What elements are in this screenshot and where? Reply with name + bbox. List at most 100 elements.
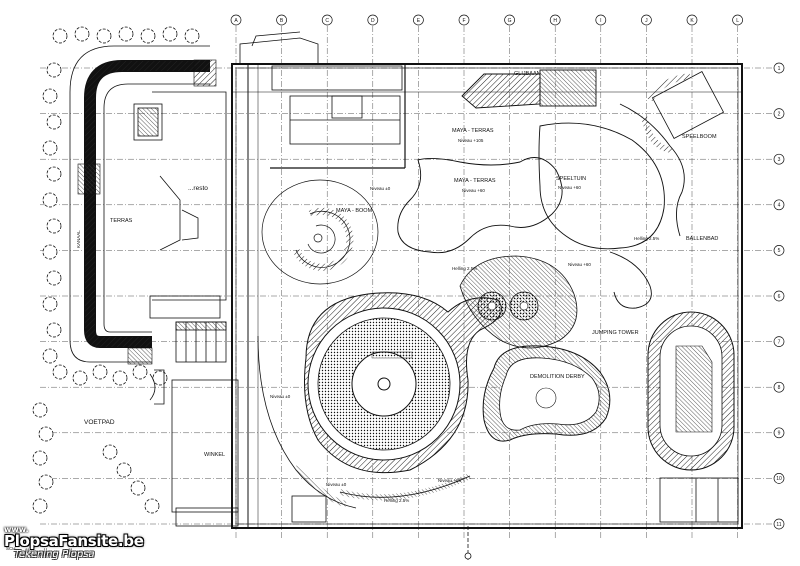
tree-symbol: [112, 370, 128, 386]
column-marker: G: [504, 14, 515, 26]
column-markers-top: A B C D E F G H I J K L: [230, 14, 743, 26]
tree-symbol: [140, 28, 156, 44]
speeltuin-outline: [397, 69, 685, 309]
label-maya-terras-top: MAYA - TERRAS: [452, 128, 494, 134]
column-marker: E: [413, 14, 424, 26]
label-niveau-0-b: Niveau ±0: [270, 394, 291, 399]
tree-symbol: [46, 166, 62, 182]
column-marker-label: K: [690, 18, 694, 24]
bottom-right-rooms: [291, 477, 739, 523]
label-resto: ...resto: [188, 185, 208, 192]
column-marker: I: [595, 14, 607, 26]
watermark-credit: Tekening Plopsa: [14, 549, 95, 560]
tree-symbol: [96, 28, 112, 44]
tree-symbol: [152, 370, 168, 386]
column-marker-label: L: [736, 18, 739, 24]
column-marker-label: H: [553, 18, 557, 24]
label-jumping-tower: JUMPING TOWER: [592, 330, 639, 336]
tree-symbol: [144, 498, 160, 514]
terras-loop: [69, 45, 217, 365]
column-marker-label: F: [462, 18, 465, 24]
label-maya-boom: MAYA - BOOM: [336, 208, 373, 214]
tree-symbol: [92, 364, 108, 380]
row-marker: 2: [773, 108, 785, 119]
label-demolition-derby: DEMOLITION DERBY: [530, 374, 585, 380]
row-marker-label: 6: [778, 294, 781, 300]
building-outline: [231, 63, 743, 529]
label-niveau-0-c: Niveau ±0: [326, 482, 347, 487]
label-niveau-60-a: Niveau +60: [462, 188, 485, 193]
row-marker: 7: [773, 336, 785, 347]
watermark-www: www.: [4, 525, 29, 534]
column-marker-label: D: [371, 18, 375, 24]
row-marker-label: 1: [778, 66, 781, 72]
column-marker: H: [549, 14, 561, 26]
column-marker: A: [230, 14, 242, 26]
tree-symbol: [38, 426, 54, 442]
label-niveau-0-a: Niveau ±0: [370, 186, 391, 191]
row-marker-label: 5: [778, 248, 781, 254]
demolition-derby: [482, 345, 611, 442]
row-marker-label: 7: [778, 339, 781, 345]
column-marker: D: [367, 14, 379, 26]
column-marker: J: [641, 14, 652, 26]
label-winkel: WINKEL: [204, 452, 225, 458]
column-marker-label: I: [600, 18, 601, 24]
tree-symbol: [72, 370, 88, 386]
tree-symbol: [42, 192, 58, 208]
tree-symbol: [38, 474, 54, 490]
row-marker-label: 2: [778, 111, 781, 117]
column-marker-label: C: [325, 18, 329, 24]
tree-symbol: [42, 140, 58, 156]
tree-symbol: [52, 28, 68, 44]
label-voetpad: VOETPAD: [84, 419, 115, 426]
row-marker: 6: [773, 290, 785, 302]
trees: [32, 26, 200, 514]
column-marker-label: G: [508, 18, 512, 24]
label-speelboom: SPEELBOOM: [682, 134, 717, 140]
label-helling-a: Helling 2.5%: [452, 266, 477, 271]
row-marker-label: 10: [776, 476, 782, 482]
tree-symbol: [32, 402, 48, 418]
row-marker-label: 8: [778, 385, 781, 391]
label-sch: SCH: [6, 546, 16, 551]
label-niveau-60-c: Niveau +60: [568, 262, 591, 267]
top-entrance: [239, 31, 403, 145]
row-marker: 5: [773, 245, 785, 256]
label-helling-c: Helling 2.5%: [384, 498, 409, 503]
column-marker: F: [458, 14, 470, 26]
tree-symbol: [52, 364, 68, 380]
tree-symbol: [32, 450, 48, 466]
tree-symbol: [42, 88, 58, 104]
row-marker: 11: [773, 518, 785, 530]
winkel-area: [149, 369, 239, 527]
label-terras: TERRAS: [110, 218, 133, 224]
label-helling-b: Helling 2.5%: [634, 236, 659, 241]
tree-symbol: [102, 444, 118, 460]
row-marker-label: 11: [776, 522, 781, 528]
label-niveau-105: Niveau +105: [458, 138, 484, 143]
race-track: [647, 311, 735, 471]
room-labels: GLIJBAAN MAYA - TERRAS Niveau +105 MAYA …: [6, 71, 718, 551]
label-speeltuin: SPEELTUIN: [556, 176, 586, 182]
row-marker: 3: [773, 153, 785, 165]
speelboom-lattice: [641, 71, 725, 153]
row-marker: 9: [773, 427, 785, 439]
row-marker-label: 3: [778, 157, 781, 163]
column-marker-label: E: [417, 18, 421, 24]
column-marker-label: J: [645, 18, 648, 24]
tree-symbol: [42, 244, 58, 260]
watermark-site-logo: PlopsaFansite.be: [4, 532, 144, 550]
tree-symbol: [184, 28, 200, 44]
tree-symbol: [118, 26, 134, 42]
tree-symbol: [74, 26, 90, 42]
maya-boom-spiral: [261, 179, 379, 285]
tree-symbol: [42, 348, 58, 364]
tree-symbol: [46, 270, 62, 286]
tree-symbol: [32, 498, 48, 514]
tree-symbol: [130, 480, 146, 496]
tree-symbol: [162, 26, 178, 42]
column-marker: B: [276, 14, 287, 26]
